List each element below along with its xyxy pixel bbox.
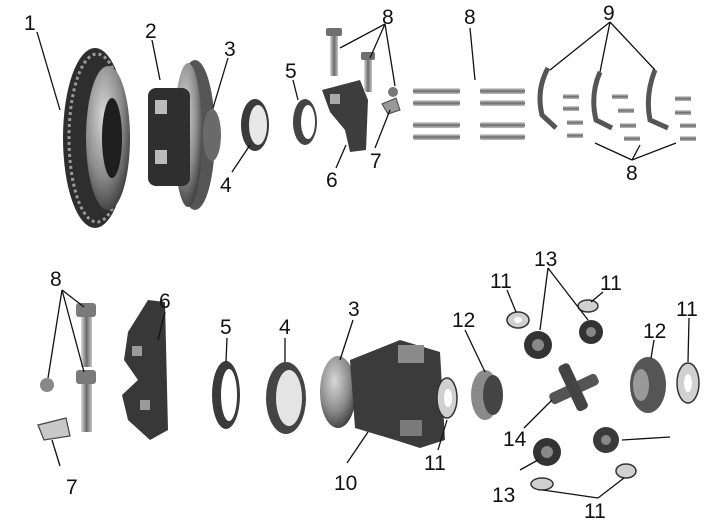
bolt-group [413, 88, 525, 140]
callout-8-top-a: 8 [382, 6, 394, 29]
differential-case [320, 340, 445, 448]
differential-carrier-flange [148, 60, 221, 210]
thrust-washer-upper-left [506, 311, 530, 329]
callout-8-top-c: 8 [626, 162, 638, 185]
cap-bolts-bottom [40, 303, 96, 432]
lock-clip-top [381, 97, 401, 115]
callout-4-top: 4 [220, 174, 232, 197]
bearing-cap-bottom [122, 300, 168, 440]
cross-shaft [549, 363, 599, 412]
callout-13-bottom: 13 [492, 484, 515, 507]
callout-5-top: 5 [285, 60, 297, 83]
pinion-gears-bottom [533, 427, 619, 466]
callout-3-top: 3 [224, 38, 236, 61]
bearing-cup-bottom [266, 362, 306, 434]
callout-9: 9 [603, 2, 615, 25]
callout-5-bottom: 5 [220, 316, 232, 339]
shim-ring-bottom [212, 361, 240, 429]
side-gear-right [630, 357, 666, 413]
callout-4-bottom: 4 [279, 316, 291, 339]
callout-7-top: 7 [370, 150, 382, 173]
callout-6-bottom: 6 [159, 290, 171, 313]
callout-labels: 1 2 3 4 5 6 7 8 8 9 8 8 6 5 4 3 12 11 13… [24, 2, 698, 523]
callout-1: 1 [24, 12, 36, 35]
lock-plates [537, 66, 670, 131]
callout-11-mid-left: 11 [424, 452, 446, 475]
callout-2: 2 [145, 20, 157, 43]
callout-14: 14 [503, 428, 527, 451]
leader-lines [36, 21, 690, 499]
side-gear-left [471, 370, 503, 420]
pinion-gears-top [524, 320, 603, 359]
callout-11-upper-right: 11 [600, 272, 622, 295]
callout-7-bottom: 7 [66, 476, 78, 499]
ring-gear [63, 48, 130, 228]
lock-clip-bottom [37, 417, 71, 441]
callout-10: 10 [334, 472, 357, 495]
callout-3-bottom: 3 [348, 298, 360, 321]
callout-12-right: 12 [643, 320, 666, 343]
bearing-cup-top [241, 99, 269, 151]
callout-8-top-b: 8 [464, 6, 476, 29]
small-bolts [563, 94, 696, 141]
callout-11-upper-left: 11 [490, 270, 512, 293]
callout-11-bottom: 11 [584, 500, 606, 523]
callout-13-top: 13 [534, 248, 557, 271]
callout-11-right: 11 [676, 298, 698, 321]
callout-6-top: 6 [326, 169, 338, 192]
bearing-cap-top [322, 80, 368, 152]
thrust-washer-right [676, 362, 700, 404]
shim-ring-top [293, 99, 317, 145]
thrust-washer-left [436, 377, 458, 419]
callout-12-left: 12 [452, 309, 475, 332]
thrust-washers-bottom [530, 463, 637, 491]
callout-8-bottom: 8 [50, 268, 62, 291]
